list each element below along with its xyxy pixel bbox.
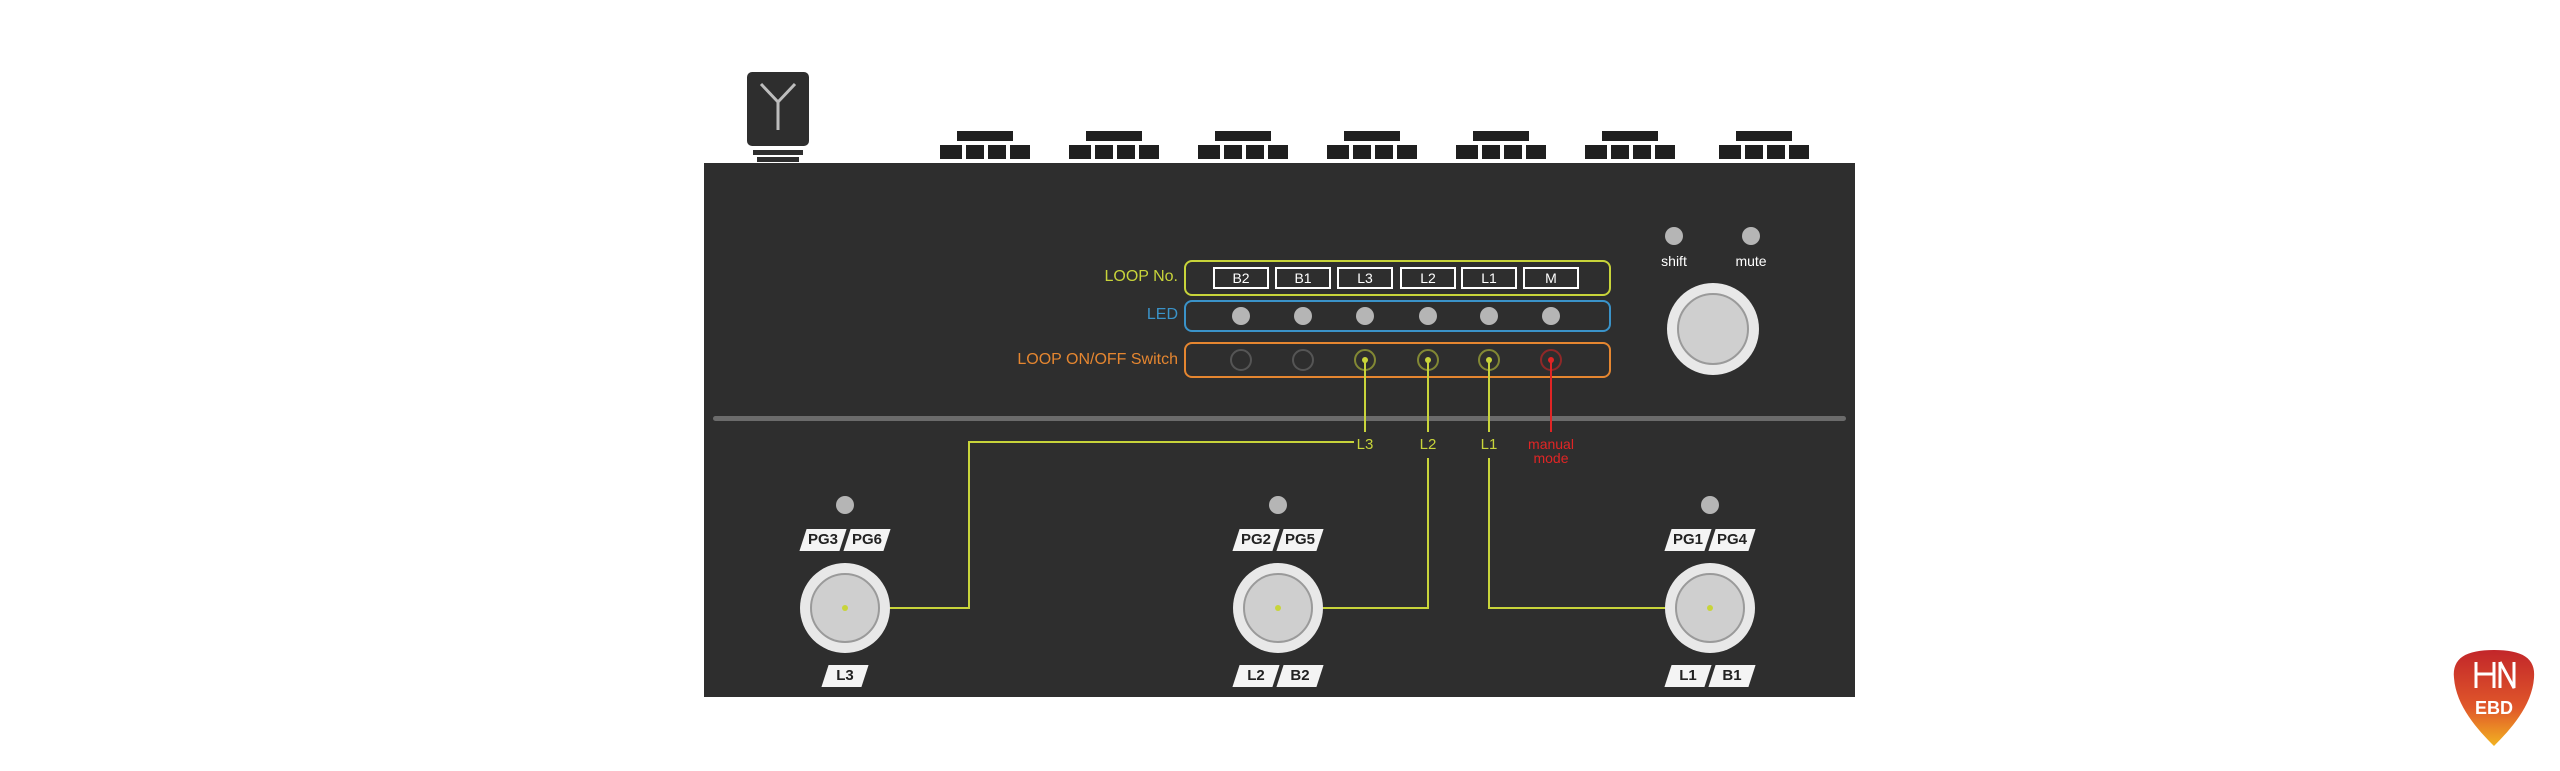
loop-led-l2 <box>1419 307 1437 325</box>
footswitch-1-top-tag-pg5: PG5 <box>1276 529 1324 551</box>
footswitch-2-top-tag-pg4: PG4 <box>1708 529 1756 551</box>
loop-led-l3 <box>1356 307 1374 325</box>
footswitch-2-bottom-tag-l1: L1 <box>1664 665 1712 687</box>
footswitch-2-bottom-tag-b1: B1 <box>1708 665 1756 687</box>
footswitch-led-1 <box>1269 496 1287 514</box>
logo-text: EBD <box>2474 698 2513 718</box>
routing-label-manual: manual <box>1528 436 1574 452</box>
footswitch-1-bottom-tag-l2: L2 <box>1232 665 1280 687</box>
loop-number-b1: B1 <box>1275 267 1331 289</box>
loop-led-b1 <box>1294 307 1312 325</box>
loop-switch-label: LOOP ON/OFF Switch <box>1017 351 1178 368</box>
shift-mute-footswitch[interactable] <box>1667 283 1759 375</box>
footswitch-0-bottom-tag-l3: L3 <box>821 665 869 687</box>
footswitch-0[interactable] <box>800 563 890 653</box>
routing-label-l3: L3 <box>1357 436 1374 453</box>
loop-switch-b1[interactable] <box>1292 349 1314 371</box>
footswitch-1-bottom-tag-b2: B2 <box>1276 665 1324 687</box>
footswitch-0-top-tag-pg6: PG6 <box>843 529 891 551</box>
mute-label: mute <box>1735 253 1767 269</box>
wire-l1 <box>1488 360 1710 609</box>
loop-number-l1: L1 <box>1461 267 1517 289</box>
loop-led-b2 <box>1232 307 1250 325</box>
loop-switch-b2[interactable] <box>1230 349 1252 371</box>
loop-number-l2: L2 <box>1400 267 1456 289</box>
footswitch-2[interactable] <box>1665 563 1755 653</box>
loop-no-group <box>1184 260 1611 296</box>
footswitch-1[interactable] <box>1233 563 1323 653</box>
led-group <box>1184 300 1611 332</box>
routing-label-l2: L2 <box>1420 436 1437 453</box>
loop-number-l3: L3 <box>1337 267 1393 289</box>
mute-led <box>1742 227 1760 245</box>
footswitch-2-top-tag-pg1: PG1 <box>1664 529 1712 551</box>
loop-led-l1 <box>1480 307 1498 325</box>
footswitch-led-0 <box>836 496 854 514</box>
shift-label: shift <box>1661 253 1687 269</box>
shift-led <box>1665 227 1683 245</box>
footswitch-0-top-tag-pg3: PG3 <box>799 529 847 551</box>
loop-number-b2: B2 <box>1213 267 1269 289</box>
loop-number-m: M <box>1523 267 1579 289</box>
power-jack <box>747 72 809 164</box>
wire-l2 <box>1278 360 1429 609</box>
routing-label-l1: L1 <box>1481 436 1498 453</box>
footswitch-1-top-tag-pg2: PG2 <box>1232 529 1280 551</box>
routing-label-mode: mode <box>1533 450 1568 466</box>
panel-divider <box>713 416 1846 421</box>
loop-led-m <box>1542 307 1560 325</box>
wire-l3 <box>845 360 1366 609</box>
footswitch-led-2 <box>1701 496 1719 514</box>
ebd-logo: EBD <box>2452 648 2536 748</box>
loop-switch-group <box>1184 342 1611 378</box>
led-label: LED <box>1146 306 1178 323</box>
loop-no-label: LOOP No. <box>1104 268 1178 285</box>
